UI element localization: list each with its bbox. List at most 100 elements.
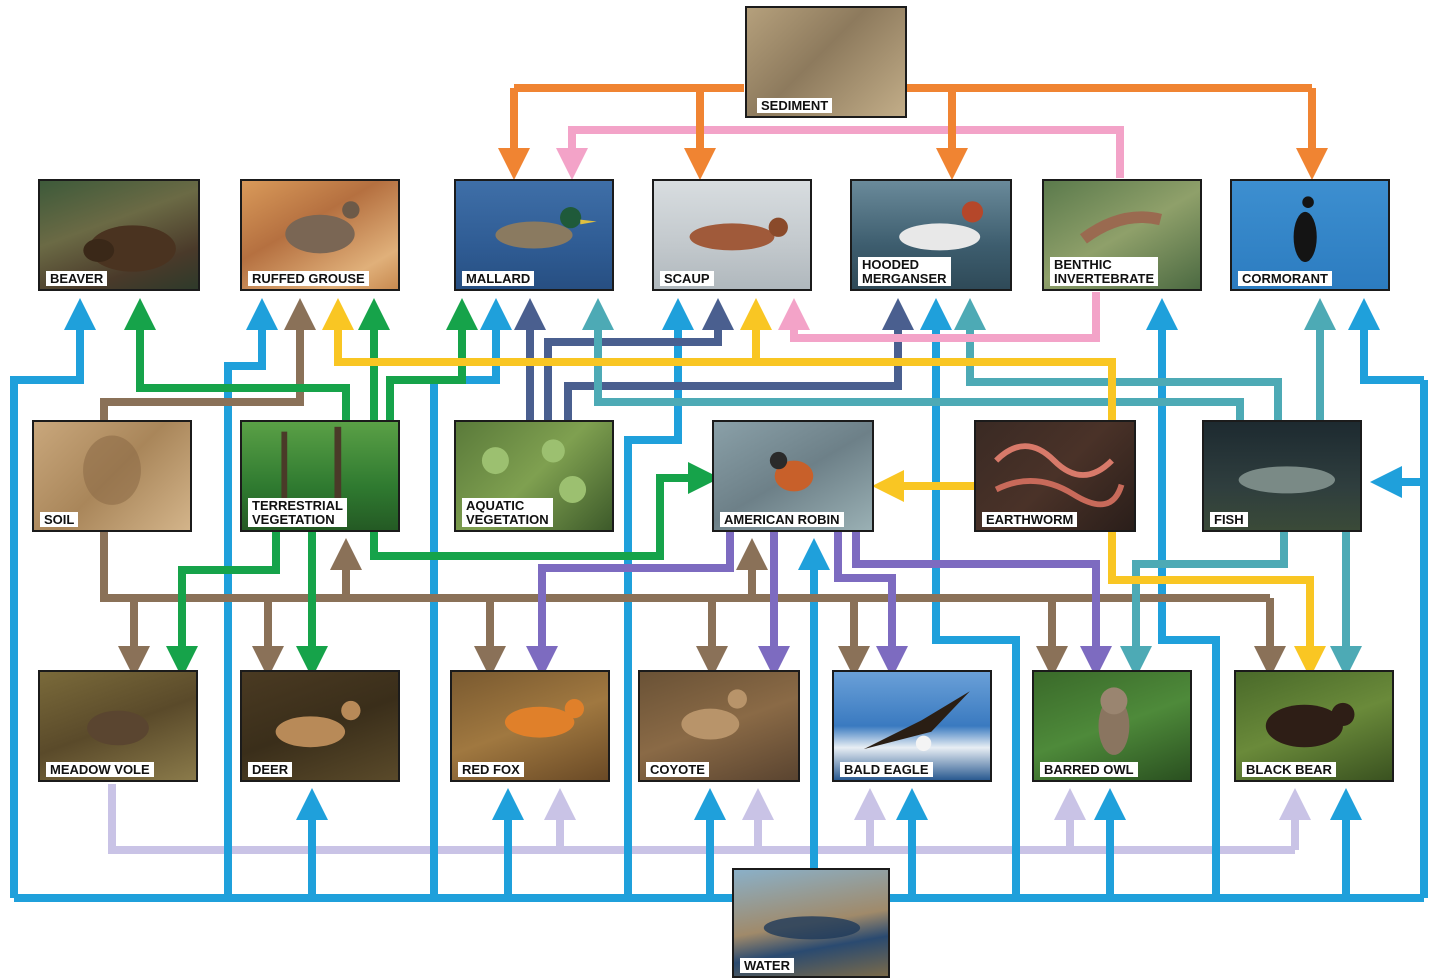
aqveg-to-hooded-merganser [564,298,914,420]
robin-to-barred-owl [852,532,1112,678]
benthic-invertebrate-arrows [556,126,1124,342]
american-robin-image [769,451,814,492]
label-barred-owl: BARRED OWL [1040,762,1138,777]
earthworm-to-black-bear [1108,532,1326,678]
node-cormorant: CORMORANT [1230,179,1390,291]
soil-bus [100,532,1270,602]
american-robin-arrows [526,532,1112,678]
label-aquatic-vegetation: AQUATIC VEGETATION [462,498,553,527]
earthworm-yellow-bus [322,298,1116,420]
bald-eagle-image [863,691,970,752]
water-image [763,916,861,940]
robin-to-bald-eagle [834,532,908,678]
label-scaup: SCAUP [660,271,714,286]
node-fish: FISH [1202,420,1362,532]
node-terrestrial-vegetation: TERRESTRIAL VEGETATION [240,420,400,532]
label-beaver: BEAVER [46,271,108,286]
node-barred-owl: BARRED OWL [1032,670,1192,782]
soil-to-ruffed-grouse [100,298,316,420]
water-to-hooded-merganser [920,298,1020,898]
water-to-scaup [624,298,694,898]
label-hooded-merganser: HOODED MERGANSER [858,257,951,286]
label-fish: FISH [1210,512,1248,527]
label-black-bear: BLACK BEAR [1242,762,1336,777]
node-earthworm: EARTHWORM [974,420,1136,532]
earthworm-arrows [322,298,1326,678]
terrvege-to-mallard [386,298,478,420]
label-water: WATER [740,958,794,973]
coyote-image [681,689,747,740]
terrestrial-vegetation-arrows [124,298,720,678]
label-bald-eagle: BALD EAGLE [840,762,933,777]
label-ruffed-grouse: RUFFED GROUSE [248,271,369,286]
fish-to-barred-owl [1120,532,1288,678]
sediment-arrows [498,84,1328,180]
node-ruffed-grouse: RUFFED GROUSE [240,179,400,291]
red-fox-image [504,699,584,738]
deer-image [275,700,361,748]
aqveg-to-scaup [544,298,734,420]
node-benthic-invertebrate: BENTHIC INVERTEBRATE [1042,179,1202,291]
water-arrows [10,298,1428,902]
node-american-robin: AMERICAN ROBIN [712,420,874,532]
fish-to-hooded-merganser [954,298,1282,420]
node-hooded-merganser: HOODED MERGANSER [850,179,1012,291]
terrvege-to-beaver [124,298,350,420]
benthic-invertebrate-image [1079,211,1162,244]
cormorant-image [1293,196,1317,262]
scaup-image [689,217,788,251]
water-to-fish [1370,466,1428,898]
label-sediment: SEDIMENT [757,98,833,113]
benthic-to-mallard [556,126,1124,180]
label-american-robin: AMERICAN ROBIN [720,512,844,527]
water-to-benthic-invertebrate [1146,298,1220,898]
label-mallard: MALLARD [462,271,535,286]
meadow-vole-image [87,710,149,746]
node-soil: SOIL [32,420,192,532]
soil-arrows [100,298,1286,678]
terrvege-to-american-robin [370,462,720,560]
water-to-cormorant [1348,298,1424,384]
terrestrial-vegetation-image [281,426,342,519]
earthworm-image [994,443,1125,508]
label-earthworm: EARTHWORM [982,512,1078,527]
node-bald-eagle: BALD EAGLE [832,670,992,782]
ruffed-grouse-image [285,201,360,254]
label-soil: SOIL [40,512,79,527]
meadow-vole-arrows [108,784,1311,854]
label-deer: DEER [248,762,293,777]
node-water: WATER [732,868,890,978]
node-aquatic-vegetation: AQUATIC VEGETATION [454,420,614,532]
aquatic-vegetation-arrows [514,298,914,420]
fish-to-mallard [582,298,1244,420]
barred-owl-image [1098,687,1130,755]
node-meadow-vole: MEADOW VOLE [38,670,198,782]
node-red-fox: RED FOX [450,670,610,782]
terrvege-to-meadow-vole [166,532,280,678]
node-beaver: BEAVER [38,179,200,291]
label-terrestrial-vegetation: TERRESTRIAL VEGETATION [248,498,347,527]
robin-to-red-fox [526,532,734,678]
aquatic-vegetation-image [481,439,587,503]
water-to-beaver [10,298,96,898]
beaver-image [83,225,176,272]
node-scaup: SCAUP [652,179,812,291]
mallard-image [495,207,597,249]
node-coyote: COYOTE [638,670,800,782]
node-deer: DEER [240,670,400,782]
label-red-fox: RED FOX [458,762,524,777]
node-black-bear: BLACK BEAR [1234,670,1394,782]
black-bear-image [1265,702,1355,748]
label-benthic-invertebrate: BENTHIC INVERTEBRATE [1050,257,1159,286]
water-to-ruffed-grouse [224,298,278,898]
fish-image [1238,466,1336,494]
label-coyote: COYOTE [646,762,709,777]
benthic-to-scaup [778,292,1100,342]
label-cormorant: CORMORANT [1238,271,1332,286]
node-mallard: MALLARD [454,179,614,291]
node-sediment: SEDIMENT [745,6,907,118]
hooded-merganser-image [899,201,984,251]
soil-image [83,435,141,505]
